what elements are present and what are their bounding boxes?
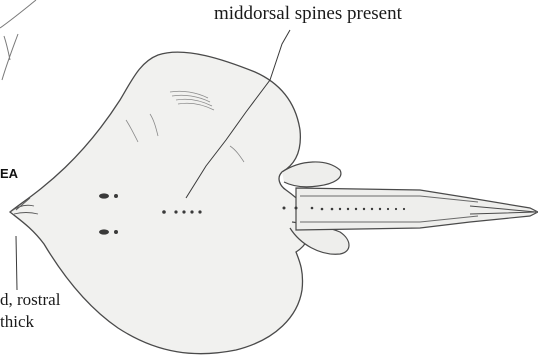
middorsal-spines-label: middorsal spines present bbox=[214, 3, 402, 25]
callout-line-rostral bbox=[16, 236, 17, 290]
rostral-label-line2: thick bbox=[0, 312, 34, 332]
partial-fin-outline bbox=[0, 0, 36, 80]
partial-tag-label: EA bbox=[0, 166, 18, 181]
rostral-label-line1: d, rostral bbox=[0, 290, 60, 310]
